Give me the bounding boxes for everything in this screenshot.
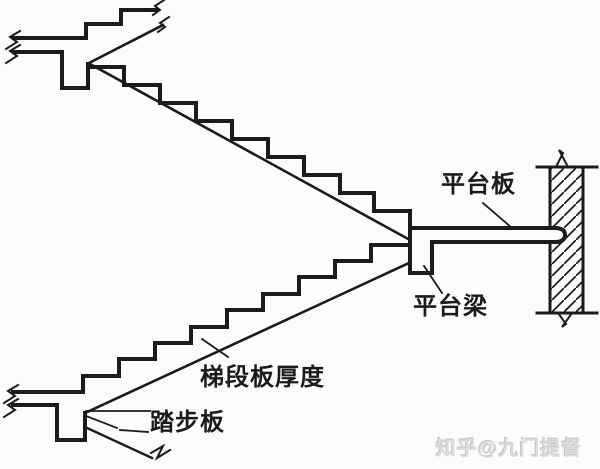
label-flight-slab-thickness: 梯段板厚度 — [200, 364, 325, 391]
platform-beam-leader — [422, 264, 444, 295]
landing-left-break-mark-bottom — [4, 43, 22, 65]
leader-lines — [84, 201, 514, 433]
label-platform-slab: 平台板 — [441, 171, 516, 198]
upper-continuing-steps — [84, 8, 159, 40]
watermark: 知乎@九门提督 — [436, 438, 583, 460]
landing-left-break-mark-top — [4, 29, 22, 51]
steps-break-mark — [151, 0, 166, 17]
wall-top-break-mark — [554, 149, 570, 169]
upper-flight-soffit — [88, 62, 412, 242]
landing-beam — [60, 50, 90, 90]
tread-leader-dash — [119, 429, 149, 433]
thickness-tick — [200, 337, 230, 359]
lower-floor-landing — [2, 383, 172, 461]
platform-slab-and-beam — [408, 226, 568, 275]
label-platform-beam: 平台梁 — [413, 293, 488, 320]
landing-left-break-mark-top — [2, 383, 20, 405]
landing-beam — [55, 403, 87, 442]
lower-continuing-soffit — [83, 425, 154, 460]
lower-flight-soffit — [83, 261, 411, 415]
lower-flight-steps — [81, 243, 412, 394]
tread-leader-angled — [84, 414, 119, 430]
lower-flight — [81, 243, 412, 415]
lower-break-mark — [149, 443, 172, 461]
soffit-break-mark — [156, 15, 171, 34]
wall-bottom-break-mark — [556, 311, 574, 328]
landing-left-break-mark-bottom — [2, 397, 20, 419]
upper-floor-landing — [4, 0, 171, 90]
upper-continuing-soffit — [87, 23, 165, 65]
platform-slab-leader — [481, 201, 514, 230]
label-tread-slab: 踏步板 — [150, 409, 225, 436]
upper-flight — [86, 62, 412, 242]
upper-flight-steps — [86, 65, 412, 230]
platform-slab-outline — [408, 226, 568, 275]
